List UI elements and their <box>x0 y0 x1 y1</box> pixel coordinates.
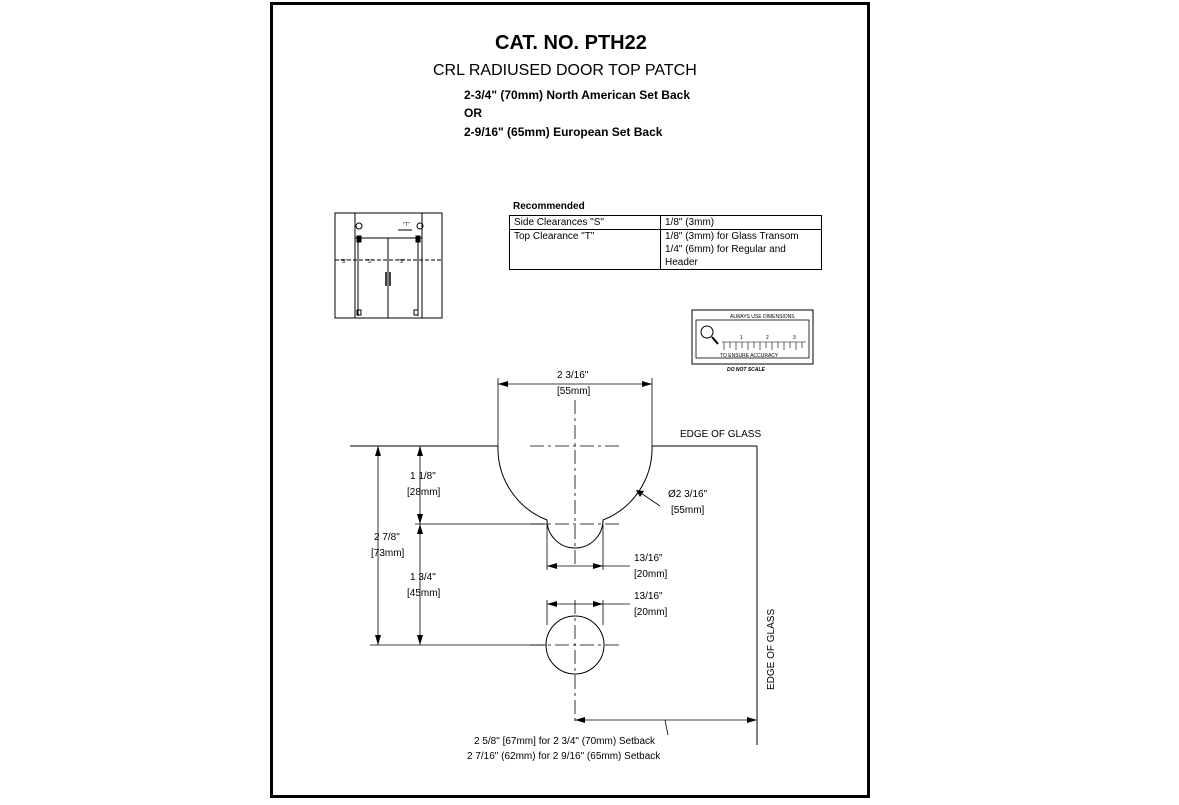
dim-setback-north-american: 2 5/8" [67mm] for 2 3/4" (70mm) Setback <box>474 736 656 747</box>
dim-hole-diameter-mm: [20mm] <box>634 607 668 618</box>
dim-radius-diameter: Ø2 3/16" <box>668 489 708 500</box>
dim-total-height-mm: [73mm] <box>371 548 405 559</box>
dim-top-width: 2 3/16" <box>557 370 589 381</box>
center-lines <box>530 400 620 725</box>
dim-lower-height: 1 3/4" <box>410 572 436 583</box>
dim-total-height: 2 7/8" <box>374 532 400 543</box>
dim-lower-height-mm: [45mm] <box>407 588 441 599</box>
clearance-table: Side Clearances "S" 1/8" (3mm) Top Clear… <box>509 215 822 270</box>
dim-setback-european: 2 7/16" (62mm) for 2 9/16" (65mm) Setbac… <box>467 751 661 762</box>
dimension-arrows <box>375 381 757 723</box>
door-thumbnail <box>334 212 443 319</box>
table-row: Side Clearances "S" 1/8" (3mm) <box>509 215 822 230</box>
drawing-sheet: CAT. NO. PTH22 CRL RADIUSED DOOR TOP PAT… <box>270 2 870 798</box>
thumbnail-s-label-mid: "S" <box>366 259 373 265</box>
thumbnail-s-label-right: "S" <box>398 259 405 265</box>
top-clearance-values: 1/8" (3mm) for Glass Transom 1/4" (6mm) … <box>660 229 822 270</box>
scale-badge-note: DO NOT SCALE <box>727 367 765 373</box>
catalog-number-title: CAT. NO. PTH22 <box>495 32 647 54</box>
dim-upper-height-mm: [28mm] <box>407 487 441 498</box>
patch-outline <box>350 445 758 745</box>
label-edge-of-glass-vertical: EDGE OF GLASS <box>766 609 777 690</box>
dim-hole-diameter: 13/16" <box>634 591 663 602</box>
thumbnail-t-label: "T" <box>403 222 410 228</box>
scale-tick-3: 3 <box>793 335 796 341</box>
recommended-heading: Recommended <box>513 201 585 212</box>
setback-european: 2-9/16" (65mm) European Set Back <box>464 125 663 139</box>
table-row: Top Clearance "T" 1/8" (3mm) for Glass T… <box>509 229 822 270</box>
scale-badge <box>691 309 814 365</box>
scale-badge-bottom: TO ENSURE ACCURACY <box>720 353 779 359</box>
setback-or: OR <box>464 106 482 120</box>
scale-badge-top: ALWAYS USE DIMENSIONS <box>730 314 795 320</box>
top-clearance-label: Top Clearance "T" <box>509 229 661 270</box>
setback-north-american: 2-3/4" (70mm) North American Set Back <box>464 88 690 102</box>
top-clearance-value-header: 1/4" (6mm) for Regular and Header <box>665 244 786 268</box>
dim-top-width-mm: [55mm] <box>557 386 591 397</box>
label-edge-of-glass: EDGE OF GLASS <box>680 429 761 440</box>
dim-radius-diameter-mm: [55mm] <box>671 505 705 516</box>
scale-tick-2: 2 <box>766 335 769 341</box>
magnifier-icon <box>700 325 714 339</box>
scale-tick-1: 1 <box>740 335 743 341</box>
dim-notch-width: 13/16" <box>634 553 663 564</box>
dim-upper-height: 1 1/8" <box>410 471 436 482</box>
thumbnail-s-label-left: "S" <box>340 259 347 265</box>
product-subtitle: CRL RADIUSED DOOR TOP PATCH <box>433 62 697 79</box>
top-clearance-value-transom: 1/8" (3mm) for Glass Transom <box>665 231 799 242</box>
dim-notch-width-mm: [20mm] <box>634 569 668 580</box>
